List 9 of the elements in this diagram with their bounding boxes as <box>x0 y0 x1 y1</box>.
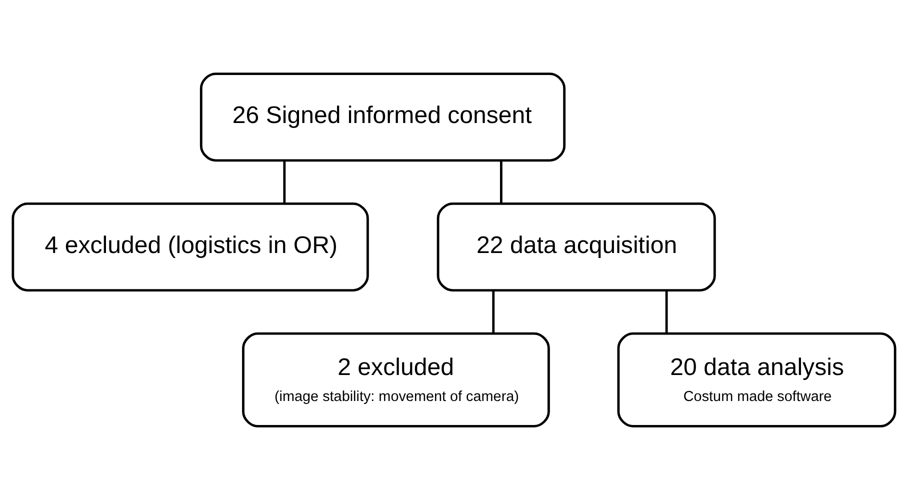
connector <box>500 160 502 203</box>
node-box: 2 excluded (image stability: movement of camera) <box>242 332 550 427</box>
node-box: 22 data acquisition <box>436 202 716 291</box>
connector <box>492 290 495 334</box>
node-box: 20 data analysis Costum made software <box>617 332 896 427</box>
connector <box>283 160 286 203</box>
node-box: 4 excluded (logistics in OR) <box>12 202 369 291</box>
node-box: 26 Signed informed consent <box>200 72 566 162</box>
connector <box>665 290 668 334</box>
